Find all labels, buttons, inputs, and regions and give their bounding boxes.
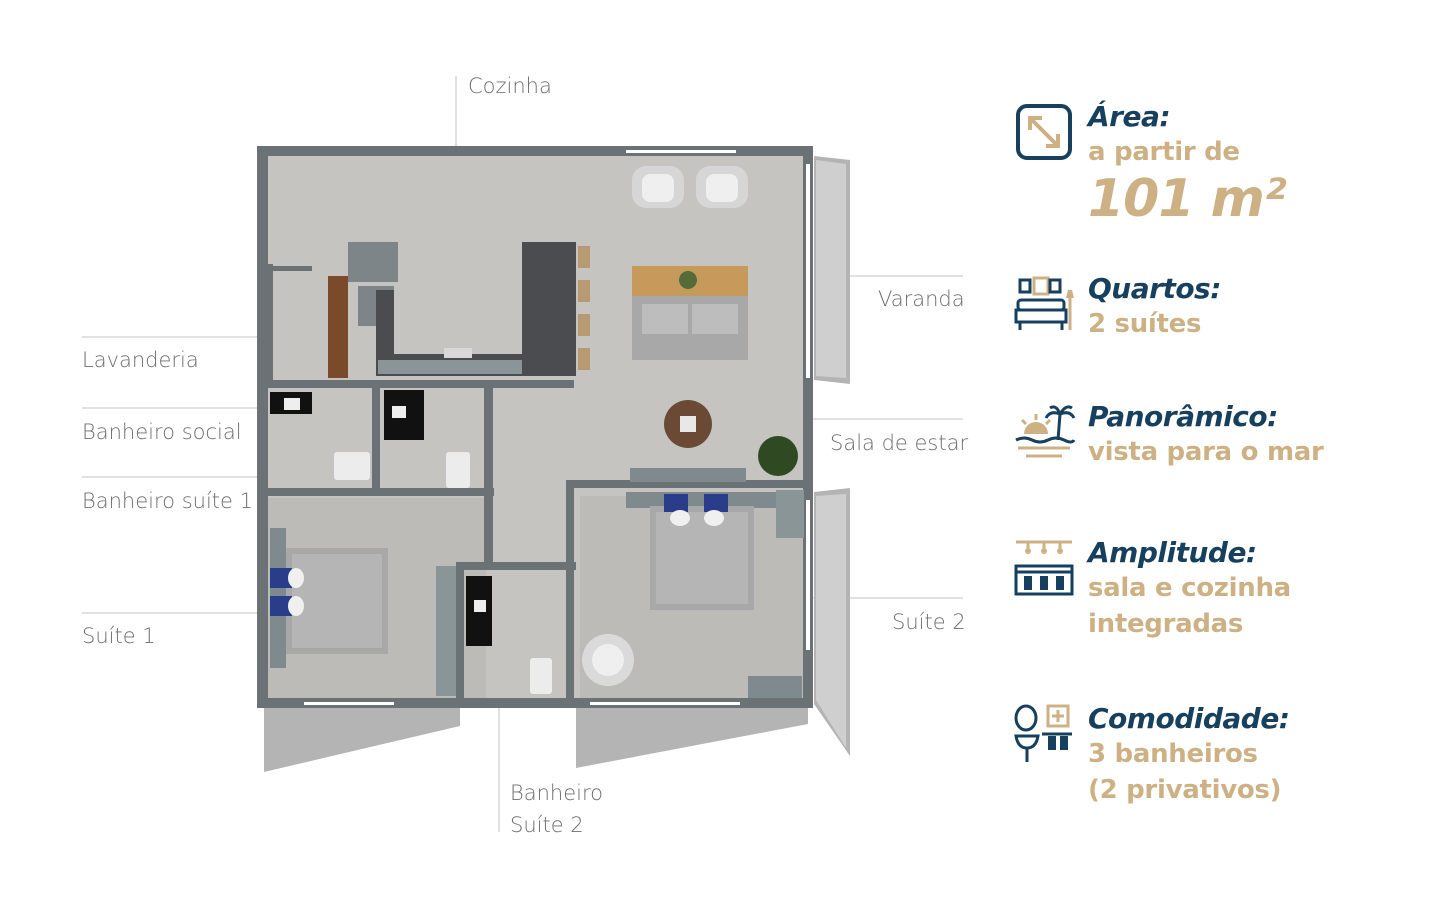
label-banheiro-social: Banheiro social (82, 420, 242, 444)
kitchen (328, 242, 590, 378)
living-room-furniture (630, 166, 804, 538)
feature-comodidade-sub2: (2 privativos) (1088, 775, 1282, 805)
area-arrows-icon (1016, 104, 1072, 160)
label-sala-de-estar: Sala de estar (830, 431, 969, 455)
feature-quartos-sub: 2 suítes (1088, 309, 1202, 339)
suite2-furniture (582, 492, 802, 698)
feature-amplitude-title: Amplitude: (1088, 536, 1257, 569)
label-varanda: Varanda (878, 287, 965, 311)
sea-view-icon (1015, 405, 1076, 458)
inner-walls (262, 264, 804, 702)
label-suite2: Suíte 2 (892, 610, 966, 634)
feature-quartos: Quartos: 2 suítes (1012, 272, 1422, 352)
feature-comodidade-sub1: 3 banheiros (1088, 739, 1258, 769)
bathroom-fixtures (270, 390, 552, 696)
feature-panoramico-title: Panorâmico: (1088, 400, 1278, 433)
feature-area-title: Área: (1088, 100, 1171, 133)
feature-comodidade-title: Comodidade: (1088, 702, 1290, 735)
label-suite1: Suíte 1 (82, 624, 156, 648)
feature-quartos-title: Quartos: (1088, 272, 1221, 305)
outer-walls (257, 146, 813, 708)
bedroom-icon (1014, 276, 1074, 330)
balcony-highlights (816, 160, 846, 748)
feature-amplitude-sub1: sala e cozinha (1088, 573, 1291, 603)
label-lavanderia: Lavanderia (82, 348, 199, 372)
feature-area: Área: a partir de 101 m² (1012, 100, 1422, 228)
label-banheiro-suite1: Banheiro suíte 1 (82, 489, 253, 513)
label-banheiro-suite2-line2: Suíte 2 (510, 813, 584, 837)
feature-amplitude: Amplitude: sala e cozinha integradas (1012, 536, 1422, 646)
feature-comodidade: Comodidade: 3 banheiros (2 privativos) (1012, 702, 1422, 812)
floor-plan (82, 76, 963, 832)
leader-lines (82, 76, 963, 832)
label-banheiro-suite2-line1: Banheiro (510, 781, 604, 805)
label-cozinha: Cozinha (468, 74, 552, 98)
feature-amplitude-sub2: integradas (1088, 609, 1244, 639)
feature-panoramico-sub: vista para o mar (1088, 437, 1324, 467)
feature-area-sub: a partir de (1088, 137, 1240, 167)
feature-panoramico: Panorâmico: vista para o mar (1012, 400, 1422, 480)
windows (304, 150, 810, 705)
suite1-furniture (270, 528, 388, 668)
bathroom-icon (1014, 704, 1072, 762)
feature-area-value: 101 m² (1088, 169, 1287, 229)
kitchen-counter-icon (1014, 540, 1074, 596)
